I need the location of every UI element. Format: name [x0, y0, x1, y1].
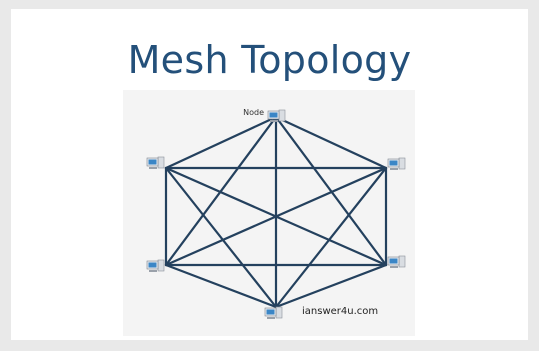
slide-title: Mesh Topology [127, 38, 412, 82]
computer-icon [146, 156, 165, 169]
connection-line [164, 263, 278, 309]
connection-line [164, 166, 388, 267]
computer-icon [264, 306, 283, 319]
nodes [146, 109, 406, 319]
connection-line [274, 115, 388, 267]
computer-icon [267, 109, 286, 122]
connection-line [164, 166, 278, 309]
connection-line [274, 115, 388, 170]
connection-line [274, 263, 388, 309]
connection-line [274, 166, 388, 309]
computer-icon [387, 255, 406, 268]
connection-line [164, 115, 278, 267]
computer-icon [146, 259, 165, 272]
node-label: Node [243, 108, 264, 117]
connection-lines [164, 115, 388, 309]
computer-icon [387, 157, 406, 170]
caption: ianswer4u.com [302, 306, 379, 317]
connection-line [164, 115, 278, 170]
